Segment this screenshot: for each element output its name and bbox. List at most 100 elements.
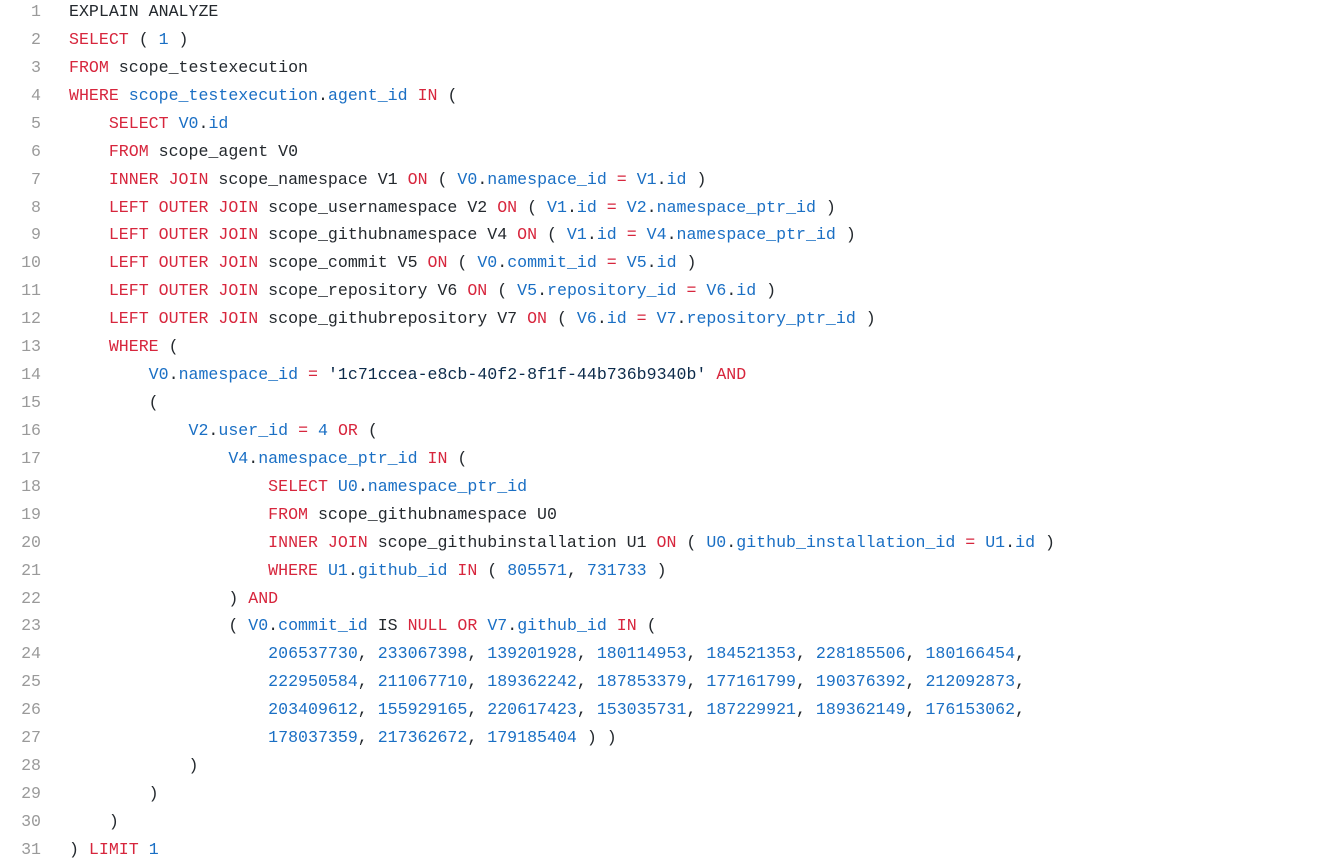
line-number: 16 <box>21 420 41 440</box>
sql-number: 178037359 <box>268 728 358 748</box>
sql-text: . <box>1005 532 1016 552</box>
code-text: ( V0.commit_id IS NULL OR V7.github_id I… <box>69 612 656 640</box>
sql-text: scope_githubnamespace V4 <box>258 225 518 245</box>
sql-text <box>69 644 268 663</box>
code-line[interactable]: 22 ) AND <box>0 585 1344 613</box>
sql-text <box>69 421 189 440</box>
code-text: ( <box>69 389 159 417</box>
code-text: V2.user_id = 4 OR ( <box>69 417 378 445</box>
sql-number: 1 <box>148 839 159 859</box>
code-line[interactable]: 20 INNER JOIN scope_githubinstallation U… <box>0 529 1344 557</box>
line-number: 2 <box>31 29 41 49</box>
sql-text: ( <box>437 85 458 105</box>
sql-text: ) <box>69 839 89 859</box>
sql-keyword: SELECT <box>69 29 129 49</box>
sql-text <box>975 533 985 552</box>
sql-text <box>637 225 647 244</box>
code-text: WHERE U1.github_id IN ( 805571, 731733 ) <box>69 557 666 585</box>
code-text: WHERE ( <box>69 333 179 361</box>
sql-text <box>69 309 109 328</box>
code-line[interactable]: 19 FROM scope_githubnamespace U0 <box>0 501 1344 529</box>
sql-number: 4 <box>318 420 328 440</box>
code-line[interactable]: 13 WHERE ( <box>0 333 1344 361</box>
code-line[interactable]: 16 V2.user_id = 4 OR ( <box>0 417 1344 445</box>
code-line[interactable]: 8 LEFT OUTER JOIN scope_usernamespace V2… <box>0 194 1344 222</box>
sql-text <box>69 170 109 189</box>
sql-text: , <box>795 700 816 720</box>
sql-number: 228185506 <box>815 644 906 664</box>
sql-keyword: ON <box>656 532 677 552</box>
sql-text <box>69 533 268 552</box>
code-text: WHERE scope_testexecution.agent_id IN ( <box>69 82 457 110</box>
line-number: 20 <box>21 532 41 552</box>
code-line[interactable]: 18 SELECT U0.namespace_ptr_id <box>0 473 1344 501</box>
code-line[interactable]: 17 V4.namespace_ptr_id IN ( <box>0 445 1344 473</box>
code-line[interactable]: 15 ( <box>0 389 1344 417</box>
sql-text: ( <box>537 225 567 245</box>
code-line[interactable]: 11 LEFT OUTER JOIN scope_repository V6 O… <box>0 277 1344 305</box>
sql-text: , <box>905 644 926 664</box>
code-line[interactable]: 14 V0.namespace_id = '1c71ccea-e8cb-40f2… <box>0 361 1344 389</box>
sql-number: 180114953 <box>596 644 687 664</box>
sql-text: scope_agent V0 <box>148 141 299 161</box>
code-line[interactable]: 21 WHERE U1.github_id IN ( 805571, 73173… <box>0 557 1344 585</box>
sql-text: . <box>347 560 358 580</box>
code-line[interactable]: 25 222950584, 211067710, 189362242, 1878… <box>0 668 1344 696</box>
code-line[interactable]: 12 LEFT OUTER JOIN scope_githubrepositor… <box>0 305 1344 333</box>
code-line[interactable]: 6 FROM scope_agent V0 <box>0 138 1344 166</box>
sql-number: 189362149 <box>815 700 906 720</box>
code-line[interactable]: 10 LEFT OUTER JOIN scope_commit V5 ON ( … <box>0 249 1344 277</box>
sql-number: 212092873 <box>925 672 1016 692</box>
line-number: 31 <box>21 839 41 859</box>
code-line[interactable]: 31 ) LIMIT 1 <box>0 836 1344 864</box>
code-line[interactable]: 28 ) <box>0 752 1344 780</box>
code-line[interactable]: 5 SELECT V0.id <box>0 110 1344 138</box>
code-line[interactable]: 23 ( V0.commit_id IS NULL OR V7.github_i… <box>0 612 1344 640</box>
sql-text: . <box>726 532 737 552</box>
sql-keyword: INNER JOIN <box>108 169 209 189</box>
sql-identifier: U0 <box>706 532 727 552</box>
sql-number: 139201928 <box>487 644 577 664</box>
code-line[interactable]: 29 ) <box>0 780 1344 808</box>
code-line[interactable]: 9 LEFT OUTER JOIN scope_githubnamespace … <box>0 221 1344 249</box>
code-text: V0.namespace_id = '1c71ccea-e8cb-40f2-8f… <box>69 361 747 389</box>
code-text: EXPLAIN ANALYZE <box>69 0 218 26</box>
sql-text <box>69 505 268 524</box>
sql-keyword: ON <box>517 225 538 245</box>
code-line[interactable]: 27 178037359, 217362672, 179185404 ) ) <box>0 724 1344 752</box>
line-number: 14 <box>21 365 41 385</box>
sql-text: scope_repository V6 <box>258 281 468 301</box>
sql-identifier: id <box>656 253 677 273</box>
code-line[interactable]: 30 ) <box>0 808 1344 836</box>
sql-text <box>328 477 338 496</box>
sql-identifier: github_id <box>517 616 607 636</box>
sql-keyword: = <box>606 253 617 273</box>
sql-number: 180166454 <box>925 644 1016 664</box>
sql-text <box>69 728 268 747</box>
code-line[interactable]: 7 INNER JOIN scope_namespace V1 ON ( V0.… <box>0 166 1344 194</box>
line-number: 23 <box>21 616 41 636</box>
sql-keyword: INNER JOIN <box>268 532 368 552</box>
sql-text: , <box>357 728 378 748</box>
sql-text: . <box>666 225 677 245</box>
sql-identifier: V1 <box>547 197 567 217</box>
sql-identifier: V4 <box>646 225 667 245</box>
code-line[interactable]: 26 203409612, 155929165, 220617423, 1530… <box>0 696 1344 724</box>
code-line[interactable]: 24 206537730, 233067398, 139201928, 1801… <box>0 640 1344 668</box>
sql-identifier: github_id <box>357 560 448 580</box>
sql-keyword: IN <box>427 448 448 468</box>
sql-text: , <box>467 672 488 692</box>
sql-text: , <box>357 672 378 692</box>
sql-text <box>69 198 109 217</box>
sql-text <box>69 700 268 719</box>
sql-text: , <box>576 672 597 692</box>
line-number: 10 <box>21 253 41 273</box>
sql-number: 189362242 <box>487 672 577 692</box>
sql-text: , <box>357 700 378 720</box>
code-text: ) LIMIT 1 <box>69 836 159 864</box>
